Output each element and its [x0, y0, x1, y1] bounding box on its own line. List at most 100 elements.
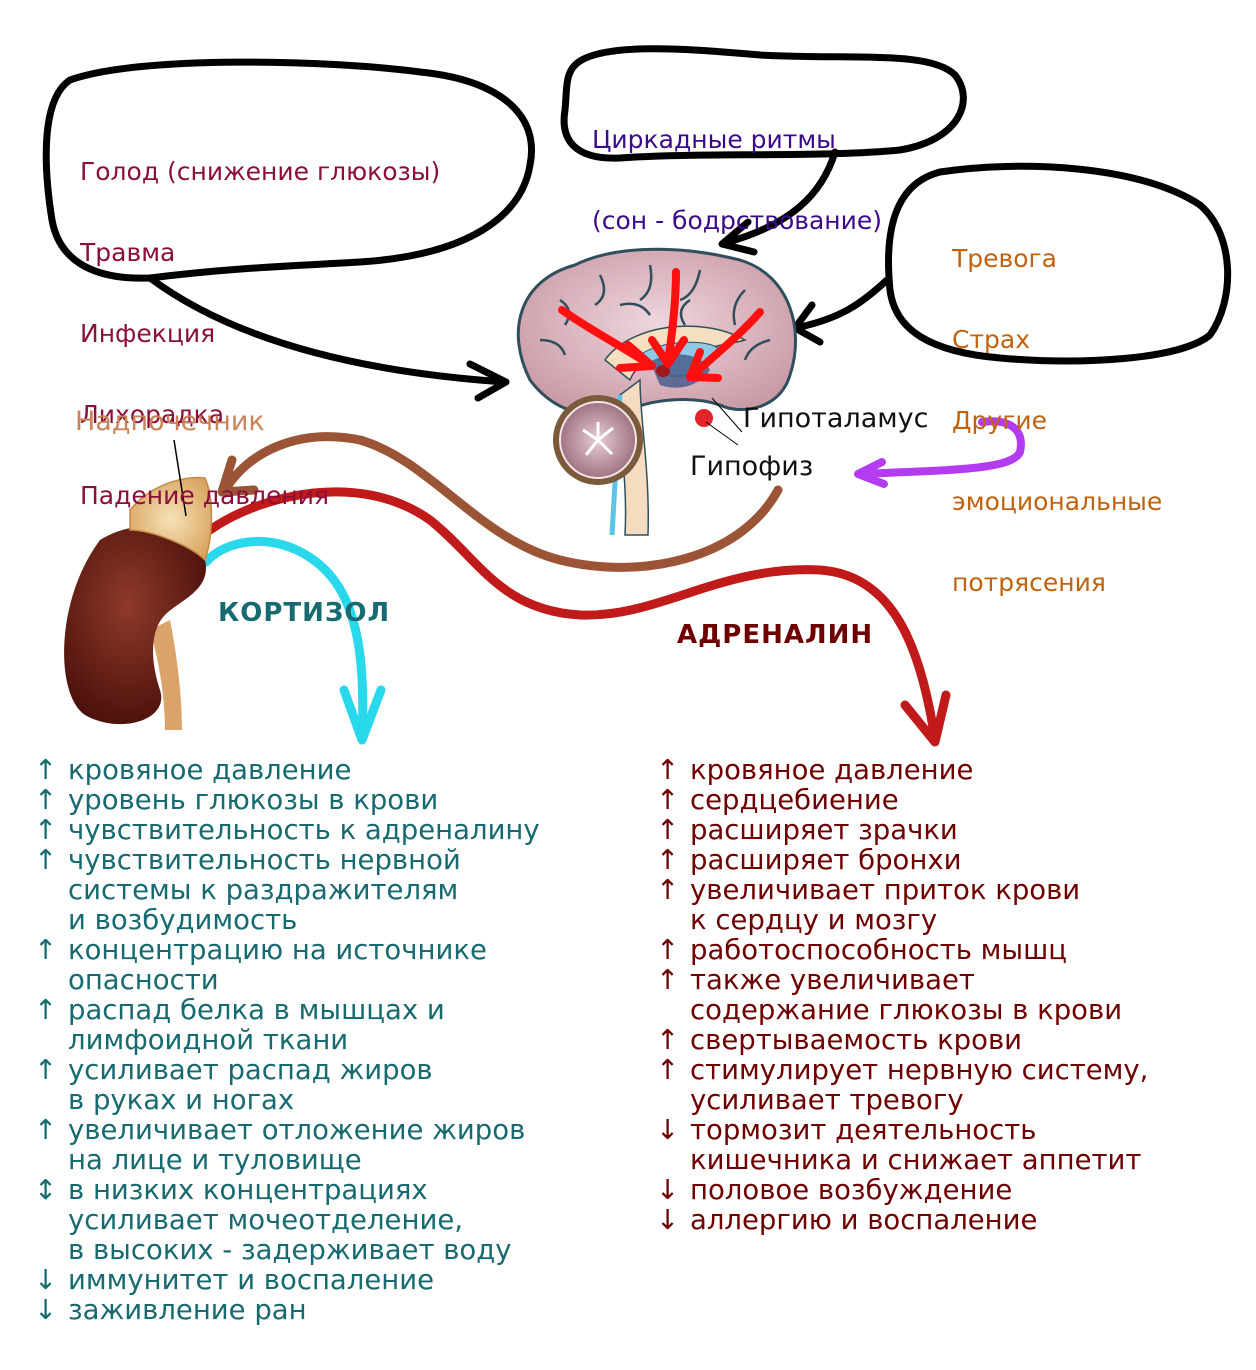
hypothalamus-leader-line — [711, 397, 743, 433]
cortisol-effects-list: ↑кровяное давление↑уровень глюкозы в кро… — [34, 755, 540, 1325]
effect-text: увеличивает приток крови — [690, 874, 1081, 906]
arrow-up-icon: ↑ — [656, 874, 680, 906]
input-arrow-right-head — [686, 348, 722, 382]
adrenaline-effect-item: ↓ половое возбуждение — [656, 1175, 1148, 1205]
arrow-up-icon: ↑ — [656, 934, 680, 966]
adrenaline-effect-item: ↑ свертываемость крови — [656, 1025, 1148, 1055]
stressors-list: Голод (снижение глюкозы) Травма Инфекция… — [80, 104, 440, 563]
effect-text: тормозит деятельность — [690, 1114, 1037, 1146]
effect-text: работоспособность мышц — [690, 934, 1067, 966]
adrenaline-effect-item-continuation: содержание глюкозы в крови — [656, 995, 1148, 1025]
effect-text: содержание глюкозы в крови — [690, 994, 1123, 1026]
effect-text: чувствительность нервной — [68, 844, 461, 876]
circadian-text: Циркадные ритмы (сон - бодрствование) — [592, 72, 882, 288]
adrenaline-effect-item: ↑сердцебиение — [656, 785, 1148, 815]
effect-text: системы к раздражителям — [68, 874, 459, 906]
cortisol-effect-item-continuation: и возбудимость — [34, 905, 540, 935]
arrow-up-icon: ↑ — [34, 1054, 58, 1086]
emotion-item: Страх — [952, 325, 1031, 354]
arrow-down-icon: ↓ — [34, 1294, 58, 1326]
stressor-item: Голод (снижение глюкозы) — [80, 157, 441, 186]
cortisol-effect-item: ↑увеличивает отложение жиров — [34, 1115, 540, 1145]
circadian-line: (сон - бодрствование) — [592, 206, 883, 235]
circadian-connector-arrow — [721, 148, 839, 247]
adrenaline-effect-item: ↑ также увеличивает — [656, 965, 1148, 995]
effect-text: увеличивает отложение жиров — [68, 1114, 526, 1146]
circadian-arrowhead — [718, 218, 758, 256]
effect-text: опасности — [68, 964, 219, 996]
arrow-up-icon: ↑ — [34, 994, 58, 1026]
cortisol-effect-item-continuation: в высоких - задерживает воду — [34, 1235, 540, 1265]
input-arrow-center — [664, 268, 680, 366]
effect-text: заживление ран — [68, 1294, 307, 1326]
effect-text: половое возбуждение — [690, 1174, 1013, 1206]
arrow-up-icon: ↑ — [656, 814, 680, 846]
kidney — [64, 526, 206, 725]
adrenaline-effect-item: ↓ аллергию и воспаление — [656, 1205, 1148, 1235]
effect-text: в низких концентрациях — [68, 1174, 428, 1206]
stressor-item: Падение давления — [80, 481, 330, 510]
hypothalamus-nucleus — [656, 365, 670, 377]
effect-text: распад белка в мышцах и — [68, 994, 445, 1026]
stressors-connector-arrow — [146, 274, 509, 386]
emotion-item: потрясения — [952, 568, 1106, 597]
effect-text: кишечника и снижает аппетит — [690, 1144, 1142, 1176]
arrow-up-icon: ↑ — [34, 844, 58, 876]
pituitary-dot — [695, 409, 713, 427]
adrenaline-effect-item-continuation: к сердцу и мозгу — [656, 905, 1148, 935]
arrow-up-icon: ↑ — [656, 754, 680, 786]
cortisol-effect-item: ↓ заживление ран — [34, 1295, 540, 1325]
arrow-down-icon: ↓ — [656, 1114, 680, 1146]
cortisol-effect-item: ↑кровяное давление — [34, 755, 540, 785]
effect-text: иммунитет и воспаление — [68, 1264, 435, 1296]
effect-text: усиливает распад жиров — [68, 1054, 433, 1086]
circadian-line: Циркадные ритмы — [592, 125, 836, 154]
effect-text: расширяет зрачки — [690, 814, 958, 846]
cortisol-effect-item-continuation: опасности — [34, 965, 540, 995]
arrow-up-icon: ↑ — [34, 784, 58, 816]
brain-illustration — [516, 247, 798, 536]
acth-arrow — [217, 432, 783, 572]
arrow-up-icon: ↑ — [34, 934, 58, 966]
effect-text: аллергию и воспаление — [690, 1204, 1038, 1236]
effect-text: чувствительность к адреналину — [68, 814, 540, 846]
effect-text: также увеличивает — [690, 964, 975, 996]
adrenaline-effect-item: ↓ тормозит деятельность — [656, 1115, 1148, 1145]
emotions-connector-arrow — [796, 276, 891, 331]
adrenaline-effect-item-continuation: кишечника и снижает аппетит — [656, 1145, 1148, 1175]
effect-text: и возбудимость — [68, 904, 298, 936]
arrow-down-icon: ↓ — [656, 1204, 680, 1236]
effect-text: свертываемость крови — [690, 1024, 1023, 1056]
effect-text: в руках и ногах — [68, 1084, 295, 1116]
adrenal-gland — [129, 476, 213, 562]
arbor-vitae — [582, 422, 614, 456]
effect-text: кровяное давление — [690, 754, 974, 786]
pituitary-leader-line — [705, 421, 739, 446]
cortisol-effect-item-continuation: в руках и ногах — [34, 1085, 540, 1115]
adrenaline-effect-item: ↑ кровяное давление — [656, 755, 1148, 785]
arrow-up-icon: ↑ — [656, 1024, 680, 1056]
adrenaline-label: АДРЕНАЛИН — [677, 620, 874, 650]
cortisol-effect-item: ↑концентрацию на источнике — [34, 935, 540, 965]
effect-text: усиливает тревогу — [690, 1084, 964, 1116]
emotion-item: эмоциональные — [952, 487, 1163, 516]
cortisol-effect-item: ↓ иммунитет и воспаление — [34, 1265, 540, 1295]
adrenaline-arrow — [205, 487, 951, 747]
cortisol-effect-item-continuation: системы к раздражителям — [34, 875, 540, 905]
emotions-list: Тревога Страх Другие эмоциональные потря… — [952, 191, 1162, 650]
arrow-up-icon: ↑ — [34, 754, 58, 786]
effect-text: уровень глюкозы в крови — [68, 784, 439, 816]
cortisol-effect-item: ↑ усиливает распад жиров — [34, 1055, 540, 1085]
adrenaline-effect-item-continuation: усиливает тревогу — [656, 1085, 1148, 1115]
arrow-down-icon: ↓ — [656, 1174, 680, 1206]
arrow-down-icon: ↓ — [34, 1264, 58, 1296]
adrenaline-effect-item: ↑ работоспособность мышц — [656, 935, 1148, 965]
adrenal-gland-label: Надпочечник — [75, 406, 265, 437]
arrow-up-icon: ↑ — [656, 844, 680, 876]
circadian-bubble-outline — [560, 45, 967, 256]
arrow-up-icon: ↑ — [656, 964, 680, 996]
hypothalamus-label: Гипоталамус — [743, 403, 929, 434]
adrenaline-effect-item: ↑стимулирует нервную систему, — [656, 1055, 1148, 1085]
cortisol-effect-item: ↑ распад белка в мышцах и — [34, 995, 540, 1025]
